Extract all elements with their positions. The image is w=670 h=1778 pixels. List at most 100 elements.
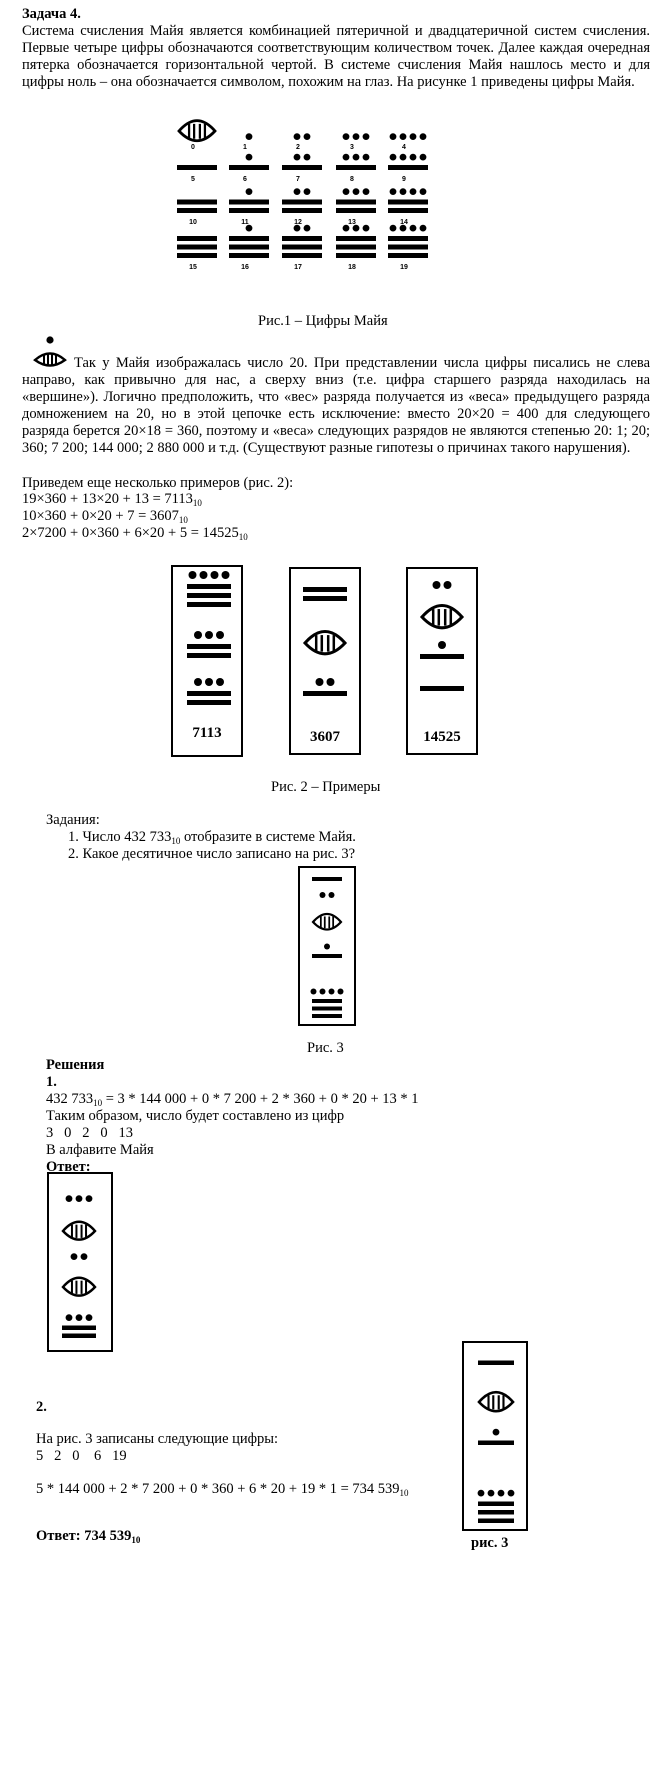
intro-paragraph: Система счисления Майя является комбинац… — [22, 23, 650, 90]
digit-number-label: 6 — [243, 176, 247, 183]
digit-bar — [336, 165, 376, 170]
digit-bar — [187, 602, 231, 607]
digit-dot — [492, 1428, 500, 1436]
task-item-1: 1. Число 432 73310 отобразите в системе … — [68, 829, 356, 846]
digit-bar — [282, 236, 322, 241]
digit-number-label: 9 — [402, 176, 406, 183]
digit-number-label: 0 — [191, 144, 195, 151]
digit-dot — [497, 1489, 505, 1497]
digit-dot — [310, 988, 317, 995]
twenty-glyph — [33, 336, 67, 367]
digit-dot — [216, 631, 224, 639]
digit-dot — [399, 224, 407, 232]
digit-dot — [293, 188, 301, 195]
solution-2-digits: 5 2 0 6 19 — [36, 1448, 127, 1464]
solution-2-text: На рис. 3 записаны следующие цифры: — [36, 1431, 279, 1447]
digit-dot — [389, 224, 397, 232]
digit-bar — [177, 253, 217, 258]
example-3607-glyphs — [302, 587, 348, 696]
digit-bar — [282, 199, 322, 205]
digit-bar — [177, 244, 217, 250]
maya-twenty-symbol — [30, 335, 70, 371]
digit-dot — [303, 224, 311, 232]
eye-icon — [33, 352, 67, 367]
digit-number-label: 10 — [189, 219, 197, 226]
solution-2-equation: 5 * 144 000 + 2 * 7 200 + 0 * 360 + 6 * … — [36, 1481, 409, 1498]
example-card-3607: 3607 — [289, 567, 361, 755]
digit-dot — [205, 631, 213, 639]
figure2-caption: Рис. 2 – Примеры — [271, 779, 381, 795]
digit-bar — [303, 691, 347, 696]
digit-dot — [205, 678, 213, 686]
digit-bar — [187, 593, 231, 598]
solution-1-equation: 432 73310 = 3 * 144 000 + 0 * 7 200 + 2 … — [46, 1091, 419, 1108]
solution-1-digits: 3 0 2 0 13 — [46, 1125, 133, 1141]
digit-dot — [199, 571, 208, 579]
answer-1-glyphs — [61, 1195, 97, 1338]
digit-bar — [303, 587, 347, 592]
figure3-glyphs — [310, 877, 344, 1018]
digit-dot — [293, 133, 301, 140]
digit-number-label: 11 — [241, 219, 249, 226]
digit-bar — [229, 244, 269, 250]
digit-number-label: 18 — [348, 264, 356, 271]
digit-bar — [303, 596, 347, 601]
digit-bar — [478, 1510, 514, 1515]
digit-bar — [478, 1440, 514, 1445]
example-equation-3: 2×7200 + 0×360 + 6×20 + 5 = 1452510 — [22, 525, 248, 542]
digit-dot — [399, 153, 407, 161]
digit-dot — [409, 188, 417, 195]
digit-number-label: 7 — [296, 176, 300, 183]
digit-number-label: 17 — [294, 264, 302, 271]
digit-number-label: 8 — [350, 176, 354, 183]
digit-bar — [229, 208, 269, 213]
digit-bar — [388, 165, 428, 170]
digit-bar — [229, 165, 269, 170]
digit-bar — [187, 691, 231, 696]
digit-bar — [187, 584, 231, 589]
solution-1-number: 1. — [46, 1074, 57, 1090]
digit-dot — [352, 133, 360, 140]
digit-bar — [229, 253, 269, 258]
digit-number-label: 16 — [241, 264, 249, 271]
digit-bar — [177, 236, 217, 241]
figure1-caption: Рис.1 – Цифры Майя — [258, 313, 388, 329]
digit-bar — [187, 700, 231, 705]
digit-bar — [282, 208, 322, 213]
digit-bar — [478, 1518, 514, 1523]
digit-bar — [478, 1501, 514, 1506]
digit-dot — [352, 188, 360, 195]
digit-bar — [187, 644, 231, 649]
example-card-14525: 14525 — [406, 567, 478, 755]
digit-dot — [85, 1314, 93, 1321]
eye-icon — [61, 1276, 97, 1297]
eye-icon — [419, 603, 465, 630]
answer-label: Ответ: — [46, 1159, 91, 1175]
digit-dot — [443, 581, 452, 589]
digit-dot — [75, 1195, 83, 1202]
digit-dot — [245, 153, 253, 161]
digit-dot — [507, 1489, 515, 1497]
digit-dot — [362, 224, 370, 232]
digit-bar — [336, 208, 376, 213]
digit-dot — [319, 892, 326, 898]
digit-dot — [419, 153, 427, 161]
digit-dot — [210, 571, 219, 579]
example-label-14525: 14525 — [423, 729, 461, 745]
digit-dot — [245, 224, 253, 232]
digit-bar — [282, 244, 322, 250]
digit-bar — [388, 244, 428, 250]
eye-icon — [311, 912, 343, 931]
solutions-header: Решения — [46, 1057, 105, 1073]
figure3-repeat-glyphs — [477, 1360, 515, 1523]
digit-number-label: 1 — [243, 144, 247, 151]
example-14525-glyphs — [419, 581, 465, 691]
digit-bar — [312, 877, 342, 881]
digit-bar — [187, 653, 231, 658]
digit-bar — [388, 199, 428, 205]
example-label-7113: 7113 — [192, 725, 222, 741]
example-equation-2: 10×360 + 0×20 + 7 = 360710 — [22, 508, 188, 525]
digit-dot — [477, 1489, 485, 1497]
